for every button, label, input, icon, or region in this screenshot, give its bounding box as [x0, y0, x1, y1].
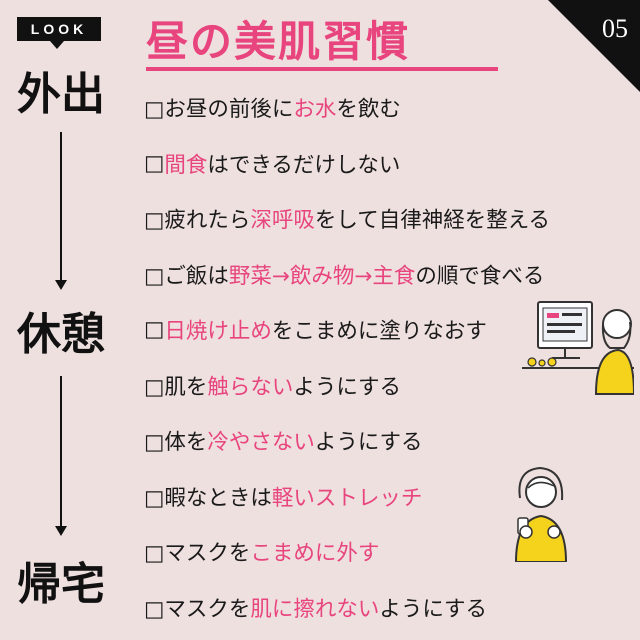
stage-label-break: 休憩 [17, 309, 105, 360]
highlighted-text: 深呼吸 [250, 208, 315, 234]
item-text: をこまめに塗りなおす [271, 319, 487, 345]
checklist-item: □肌を触らないようにする [144, 358, 624, 414]
item-text: □マスクを [144, 596, 251, 622]
title-underline [146, 67, 498, 71]
item-text: ようにする [379, 596, 488, 622]
highlighted-text: 冷やさない [207, 430, 315, 456]
page-number: 05 [602, 14, 628, 43]
highlighted-text: 日焼け止め [164, 319, 272, 345]
item-text: □肌を [144, 374, 208, 400]
corner-triangle [548, 0, 640, 92]
checklist-item: □疲れたら深呼吸をして自律神経を整える [144, 191, 624, 247]
item-text: □疲れたら [144, 208, 251, 234]
stage-label-home: 帰宅 [17, 559, 105, 610]
highlighted-text: 野菜→飲み物→主食 [228, 263, 416, 289]
checklist-item: □間食はできるだけしない [144, 136, 624, 192]
item-text: はできるだけしない [207, 152, 401, 178]
item-text: ようにする [314, 430, 423, 456]
item-text: を飲む [336, 97, 401, 123]
down-arrow-icon [55, 376, 67, 536]
item-text: □ [144, 317, 165, 343]
item-text: □ご飯は [144, 263, 229, 289]
highlighted-text: 触らない [207, 374, 294, 400]
checklist-item: □暇なときは軽いストレッチ [144, 469, 624, 525]
item-text: □体を [144, 430, 208, 456]
item-text: ようにする [293, 374, 402, 400]
highlighted-text: 肌に擦れない [250, 596, 380, 622]
item-text: □マスクを [144, 541, 251, 567]
down-arrow-icon [55, 132, 67, 290]
item-text: □お昼の前後に [144, 97, 294, 123]
checklist-item: □ご飯は野菜→飲み物→主食の順で食べる [144, 247, 624, 303]
look-badge: LOOK [17, 17, 101, 41]
page-title: 昼の美肌習慣 [146, 17, 411, 66]
badge-pointer [50, 41, 64, 49]
highlighted-text: お水 [293, 97, 337, 123]
stage-label-out: 外出 [17, 69, 105, 120]
checklist-item: □お昼の前後にお水を飲む [144, 80, 624, 136]
item-text: □暇なときは [144, 485, 272, 511]
highlighted-text: 軽いストレッチ [271, 485, 423, 511]
woman-at-computer-illustration [522, 301, 634, 395]
item-text: をして自律神経を整える [314, 208, 551, 234]
item-text: □ [144, 150, 165, 176]
highlighted-text: こまめに外す [250, 541, 380, 567]
item-text: の順で食べる [415, 263, 545, 289]
highlighted-text: 間食 [164, 152, 208, 178]
habit-checklist: □お昼の前後にお水を飲む□間食はできるだけしない□疲れたら深呼吸をして自律神経を… [144, 80, 624, 635]
checklist-item: □マスクを肌に擦れないようにする [144, 580, 624, 636]
checklist-item: □体を冷やさないようにする [144, 413, 624, 469]
woman-holding-drink-illustration [514, 466, 568, 562]
checklist-item: □マスクをこまめに外す [144, 524, 624, 580]
checklist-item: □日焼け止めをこまめに塗りなおす [144, 302, 624, 358]
